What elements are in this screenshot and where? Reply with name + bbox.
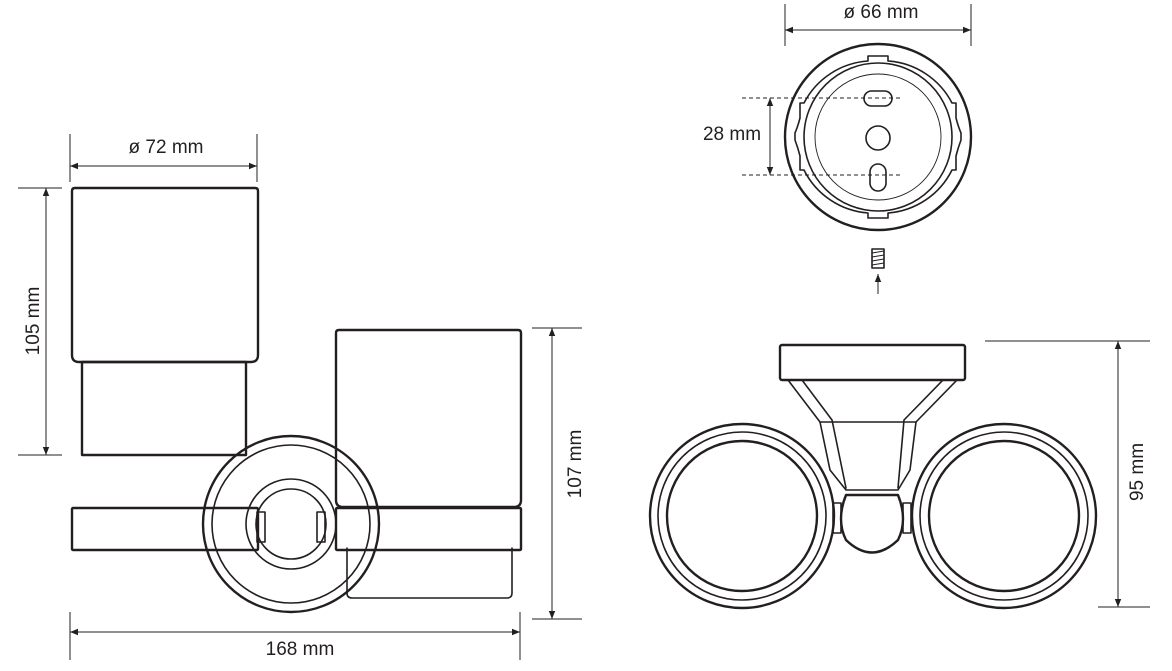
top-view: 95 mm [648,340,1150,610]
dimension-hole-spacing: 28 mm [703,98,774,175]
dimension-total-width: 168 mm [69,612,521,660]
dimension-total-height: 107 mm [532,327,586,620]
mounting-plate-view: ø 66 mm 28 mm [703,2,973,294]
right-glass [334,328,523,599]
left-holder-arm [70,506,260,552]
screw-icon [871,248,885,294]
wall-rosette-front [201,434,381,614]
total-height-label: 107 mm [565,430,586,499]
right-ring [910,422,1098,610]
right-holder-arm [334,506,523,552]
cup-diameter-label: ø 72 mm [129,137,204,158]
wall-plate-top [778,343,967,382]
depth-label: 95 mm [1127,443,1148,501]
front-view: ø 72 mm 105 mm 107 mm 168 mm [18,134,586,660]
dimension-cup-height: 105 mm [18,187,62,456]
dimension-cup-diameter: ø 72 mm [69,134,258,182]
dimension-plate-diameter: ø 66 mm [784,2,972,46]
left-ring [648,422,836,610]
plate-diameter-label: ø 66 mm [844,2,919,23]
total-width-label: 168 mm [266,639,335,660]
cup-height-label: 105 mm [23,287,44,356]
hole-spacing-label: 28 mm [703,124,761,145]
dimension-depth: 95 mm [985,340,1150,608]
left-glass [70,186,260,457]
